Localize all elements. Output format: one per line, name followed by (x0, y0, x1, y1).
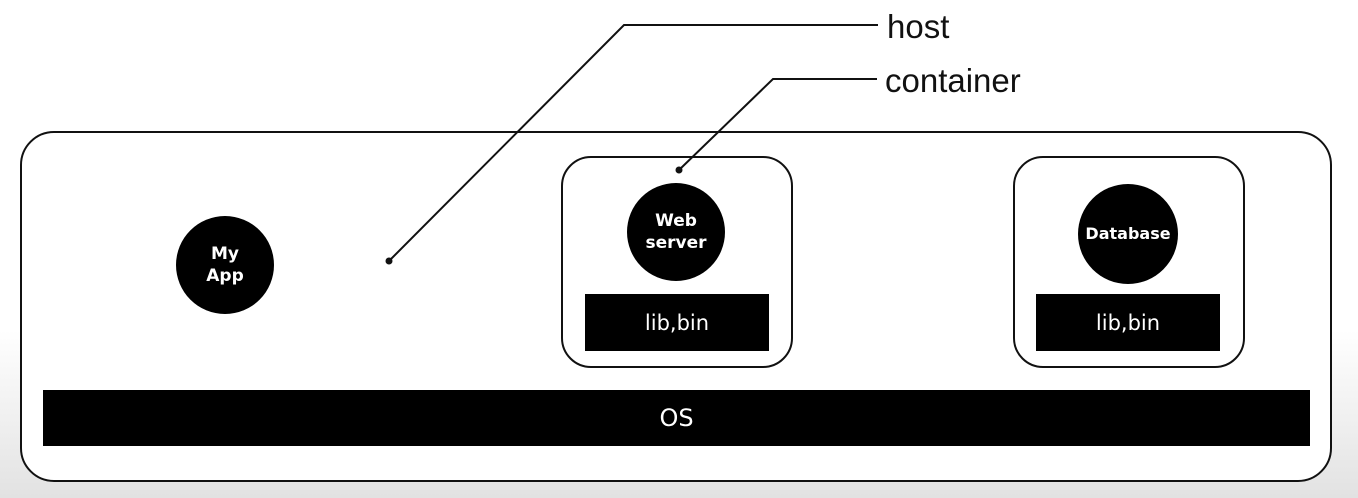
container-label: container (885, 62, 1021, 99)
container-leader-dot (675, 166, 683, 174)
host-label: host (887, 8, 950, 45)
web-server-circle: Web server (627, 183, 725, 281)
database-circle: Database (1078, 184, 1178, 284)
web-server-lib-bin-bar: lib,bin (585, 294, 769, 351)
database-lib-bin-bar: lib,bin (1036, 294, 1220, 351)
os-bar: OS (43, 390, 1310, 446)
host-leader-line (388, 24, 878, 262)
my-app-circle: My App (176, 216, 274, 314)
container-leader-line (678, 78, 877, 171)
host-leader-dot (385, 257, 393, 265)
